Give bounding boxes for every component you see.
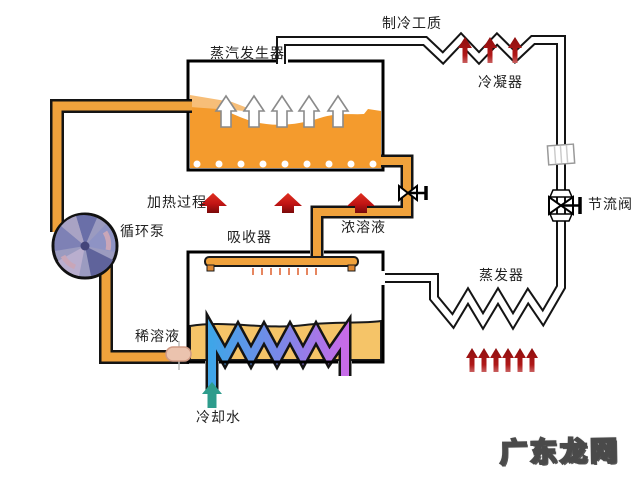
absorber-walls — [186, 250, 385, 364]
label-absorber: 吸收器 — [227, 229, 272, 245]
dilute-pipe-up — [52, 101, 192, 232]
refrigerant-pipe-core — [278, 34, 564, 327]
dilute-pipe-valve — [165, 341, 192, 370]
sight-glass — [546, 143, 576, 166]
boiling-bubbles — [193, 160, 377, 168]
label-steam-generator: 蒸汽发生器 — [210, 45, 285, 61]
solution-pipes — [50, 99, 414, 364]
label-refrigerant: 制冷工质 — [382, 15, 442, 31]
circulation-pump — [51, 212, 119, 280]
label-circulation-pump: 循环泵 — [120, 223, 165, 239]
throttle-valve — [548, 189, 582, 222]
watermark-logo: 广东龙网 — [499, 435, 622, 470]
generator-tank — [188, 61, 383, 170]
label-dilute-solution: 稀溶液 — [135, 328, 180, 344]
concentrated-pipe — [313, 157, 411, 260]
label-evaporator: 蒸发器 — [479, 267, 524, 283]
label-condenser: 冷凝器 — [478, 74, 523, 90]
dilute-pipe-down — [101, 262, 189, 362]
generator-walls — [186, 59, 385, 172]
cooling-coil — [208, 318, 349, 392]
label-throttle-valve: 节流阀 — [588, 196, 633, 212]
sprayer-header — [204, 256, 359, 267]
condenser-heat-arrows-icon — [458, 37, 522, 63]
refrigerant-pipe — [276, 31, 566, 331]
sprayer-end-right — [347, 264, 356, 272]
absorber-tank — [188, 252, 383, 392]
heating-arrows-icon — [199, 193, 375, 213]
label-concentrated-solution: 浓溶液 — [341, 219, 386, 235]
dilute-pipe-up-outline — [50, 99, 192, 232]
label-cooling-water: 冷却水 — [196, 409, 241, 425]
sprayer-drips — [252, 268, 317, 275]
sprayer-end-left — [206, 264, 215, 272]
cooling-water-arrow-icon — [202, 382, 222, 408]
solution-valve — [398, 183, 428, 203]
steam-up-arrows-icon — [214, 94, 350, 128]
label-heating-process: 加热过程 — [147, 194, 207, 210]
evaporator-heat-arrows-icon — [466, 348, 538, 372]
